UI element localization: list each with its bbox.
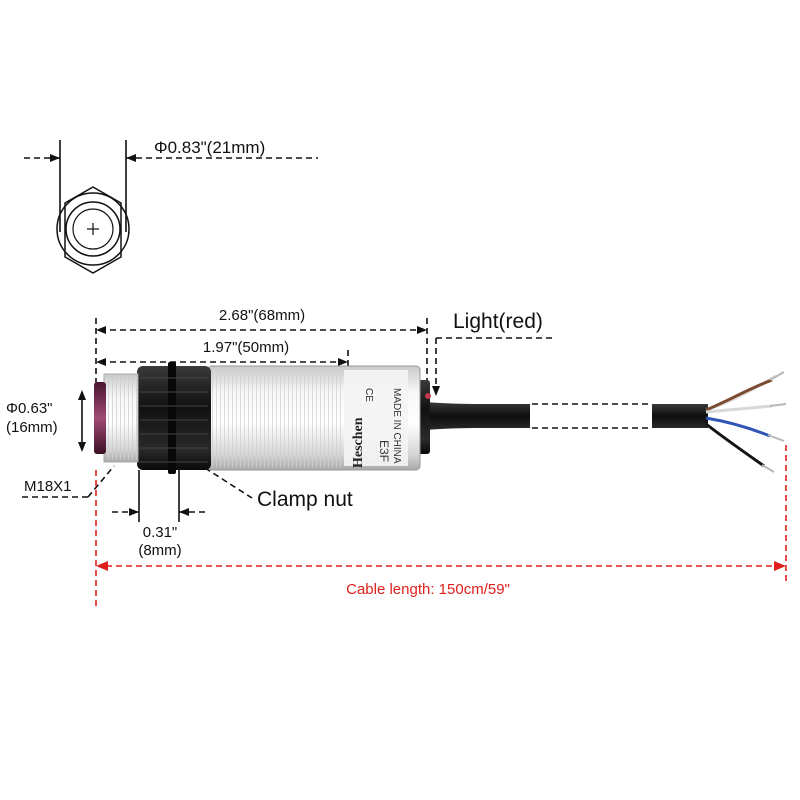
cable-length-label: Cable length: 150cm/59" [346,581,510,598]
cert-marking: CE [363,388,374,402]
wire-tip-brown [769,371,785,381]
clamp-nut-knurl [140,377,208,463]
lens-diameter-label-line1: Φ0.63" [6,400,53,417]
nut-width-label-line2: (8mm) [138,542,181,559]
cable-near [425,402,530,430]
clamp-nut-leader [204,467,253,499]
body-length-arrow-left [96,358,106,366]
total-length-label: 2.68"(68mm) [219,307,305,324]
light-led [425,393,431,399]
origin-marking: MADE IN CHINA [391,388,402,464]
end-view: Φ0.83"(21mm) [24,138,318,274]
wire-tip-black [761,464,775,473]
lens-diameter-label-line2: (16mm) [6,419,58,436]
cable-length-arrow-left [96,561,108,571]
end-view-lens-ring [72,208,114,250]
front-thread-lines [105,376,137,460]
brand-marking: Heschen [351,417,366,468]
body-length-arrow-right [338,358,348,366]
sensor-thread [210,368,344,468]
end-view-arrow-right [126,154,136,162]
light-leader-arrow [432,386,440,396]
nut-width-arrow-left [129,508,139,516]
body-length-label: 1.97"(50mm) [203,339,289,356]
lens-diameter-arrow-top [78,390,86,400]
cable-length-dimension: Cable length: 150cm/59" [95,445,787,610]
wire-tip-white [769,403,787,407]
nut-width-label-line1: 0.31" [143,524,178,541]
side-view-dimensions: 2.68"(68mm) 1.97"(50mm) Φ0.63" (16mm) M1… [6,307,552,559]
total-length-arrow-left [96,326,106,334]
sensor: Heschen E3F MADE IN CHINA CE [94,362,787,474]
end-view-middle-ring [65,201,121,257]
total-length-arrow-right [417,326,427,334]
cable-length-arrow-right [774,561,786,571]
model-marking: E3F [377,440,391,462]
label-band [344,370,408,466]
nut-width-arrow-right [179,508,189,516]
sensor-lens [94,382,106,454]
end-view-arrow-left [50,154,60,162]
clamp-nut-gap [168,362,176,474]
thread-leader-diag [87,465,115,498]
cable-far [652,404,708,428]
wire-blue [705,416,771,438]
clamp-nut-label: Clamp nut [257,488,353,511]
lens-diameter-arrow-bottom [78,442,86,452]
wire-tip-blue [767,434,785,442]
wire-white-2 [705,404,773,414]
wire-brown [705,378,773,412]
light-label: Light(red) [453,310,543,333]
end-view-diameter-label: Φ0.83"(21mm) [154,138,265,157]
thread-label: M18X1 [24,478,72,495]
wire-black [705,422,765,468]
end-view-outer-ring [56,192,130,266]
